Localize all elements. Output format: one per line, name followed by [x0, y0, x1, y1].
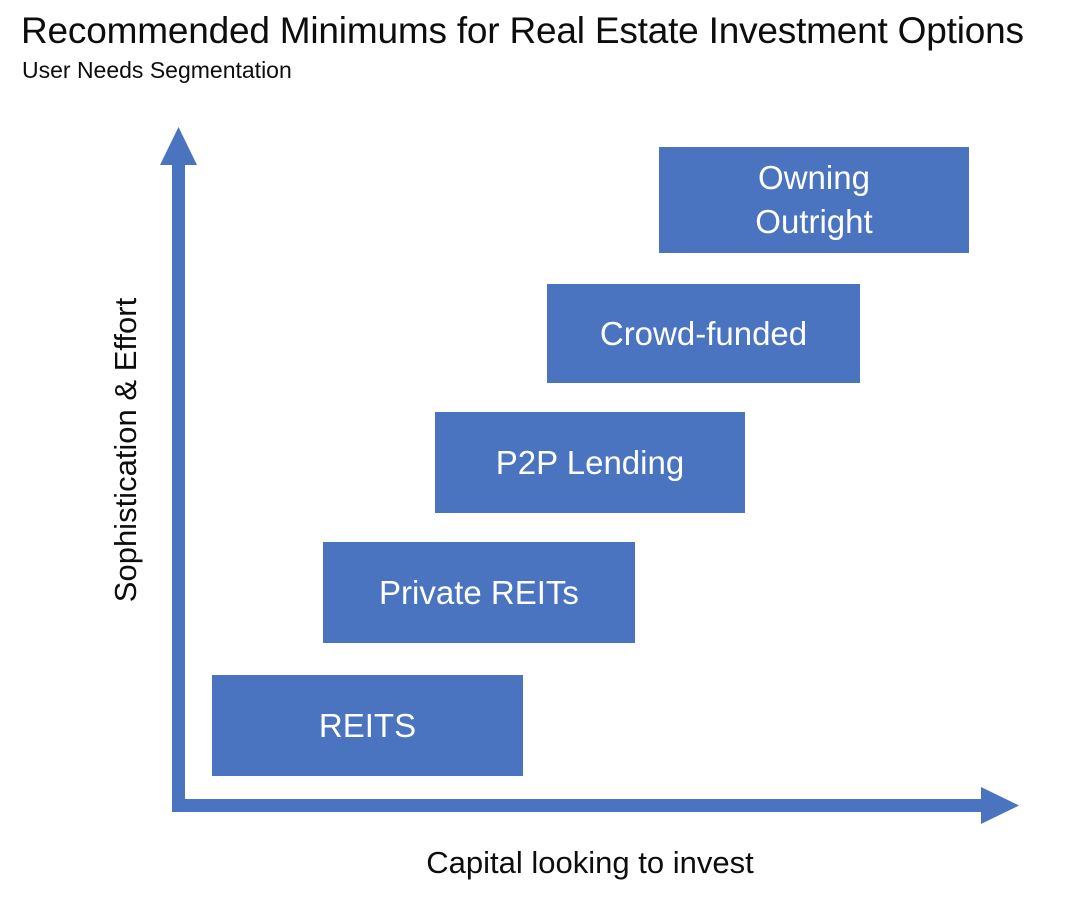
x-axis-line: [172, 799, 984, 812]
y-axis-arrowhead-icon: [160, 127, 197, 165]
y-axis-line: [172, 164, 185, 806]
bar-p2p-lending[interactable]: P2P Lending: [435, 412, 745, 513]
bar-label: Crowd-funded: [599, 314, 808, 352]
bar-label: Owning Outright: [755, 159, 873, 240]
bar-crowd-funded[interactable]: Crowd-funded: [547, 284, 860, 383]
bar-reits[interactable]: REITS: [212, 675, 523, 776]
bar-owning-outright[interactable]: Owning Outright: [659, 147, 969, 253]
bar-label: REITS: [318, 706, 417, 744]
x-axis-label: Capital looking to invest: [426, 845, 754, 880]
page-title: Recommended Minimums for Real Estate Inv…: [21, 10, 1024, 51]
bar-label: P2P Lending: [495, 443, 685, 481]
bar-private-reits[interactable]: Private REITs: [323, 542, 635, 643]
y-axis-label: Sophistication & Effort: [108, 297, 143, 603]
x-axis-arrowhead-icon: [981, 787, 1019, 824]
page-subtitle: User Needs Segmentation: [22, 57, 292, 83]
bar-label: Private REITs: [379, 573, 579, 611]
